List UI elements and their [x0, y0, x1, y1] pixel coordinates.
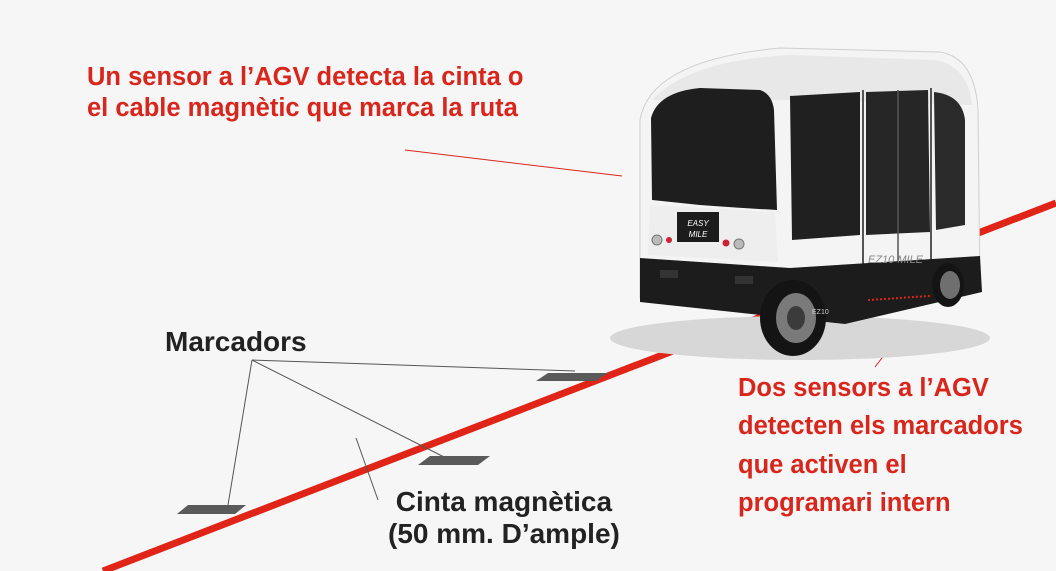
rear-badge: EZ10	[812, 309, 829, 316]
right-caption: Dos sensors a l’AGV detecten els marcado…	[738, 369, 1023, 522]
side-logo: EZ10 MILE	[868, 254, 924, 266]
top-caption: Un sensor a l’AGV detecta la cinta o el …	[87, 62, 523, 124]
top-caption-line-1: Un sensor a l’AGV detecta la cinta o	[87, 63, 524, 91]
top-caption-line-2: el cable magnètic que marca la ruta	[87, 94, 518, 123]
marker-1	[536, 373, 608, 381]
tape-label-line-1: Cinta magnètica	[395, 486, 613, 517]
marker-3	[177, 505, 246, 514]
tape-label-line-2: (50 mm. D’ample)	[388, 518, 620, 550]
marker-callout-lines	[227, 359, 576, 506]
tape-label-pointer	[355, 437, 379, 501]
right-caption-line-2: detecten els marcadors	[738, 412, 1023, 441]
right-caption-line-3: que activen el	[738, 450, 907, 479]
right-caption-line-1: Dos sensors a l’AGV	[738, 374, 989, 402]
front-logo-line-1: EASY	[687, 219, 709, 228]
top-caption-pointer	[404, 149, 623, 177]
agv-shuttle	[610, 47, 990, 360]
markers-label: Marcadors	[165, 326, 307, 357]
right-caption-line-4: programari intern	[738, 488, 951, 517]
front-logo-line-2: MILE	[689, 230, 708, 239]
marker-2	[418, 456, 490, 465]
tape-label: Cinta magnètica (50 mm. D’ample)	[388, 486, 620, 550]
